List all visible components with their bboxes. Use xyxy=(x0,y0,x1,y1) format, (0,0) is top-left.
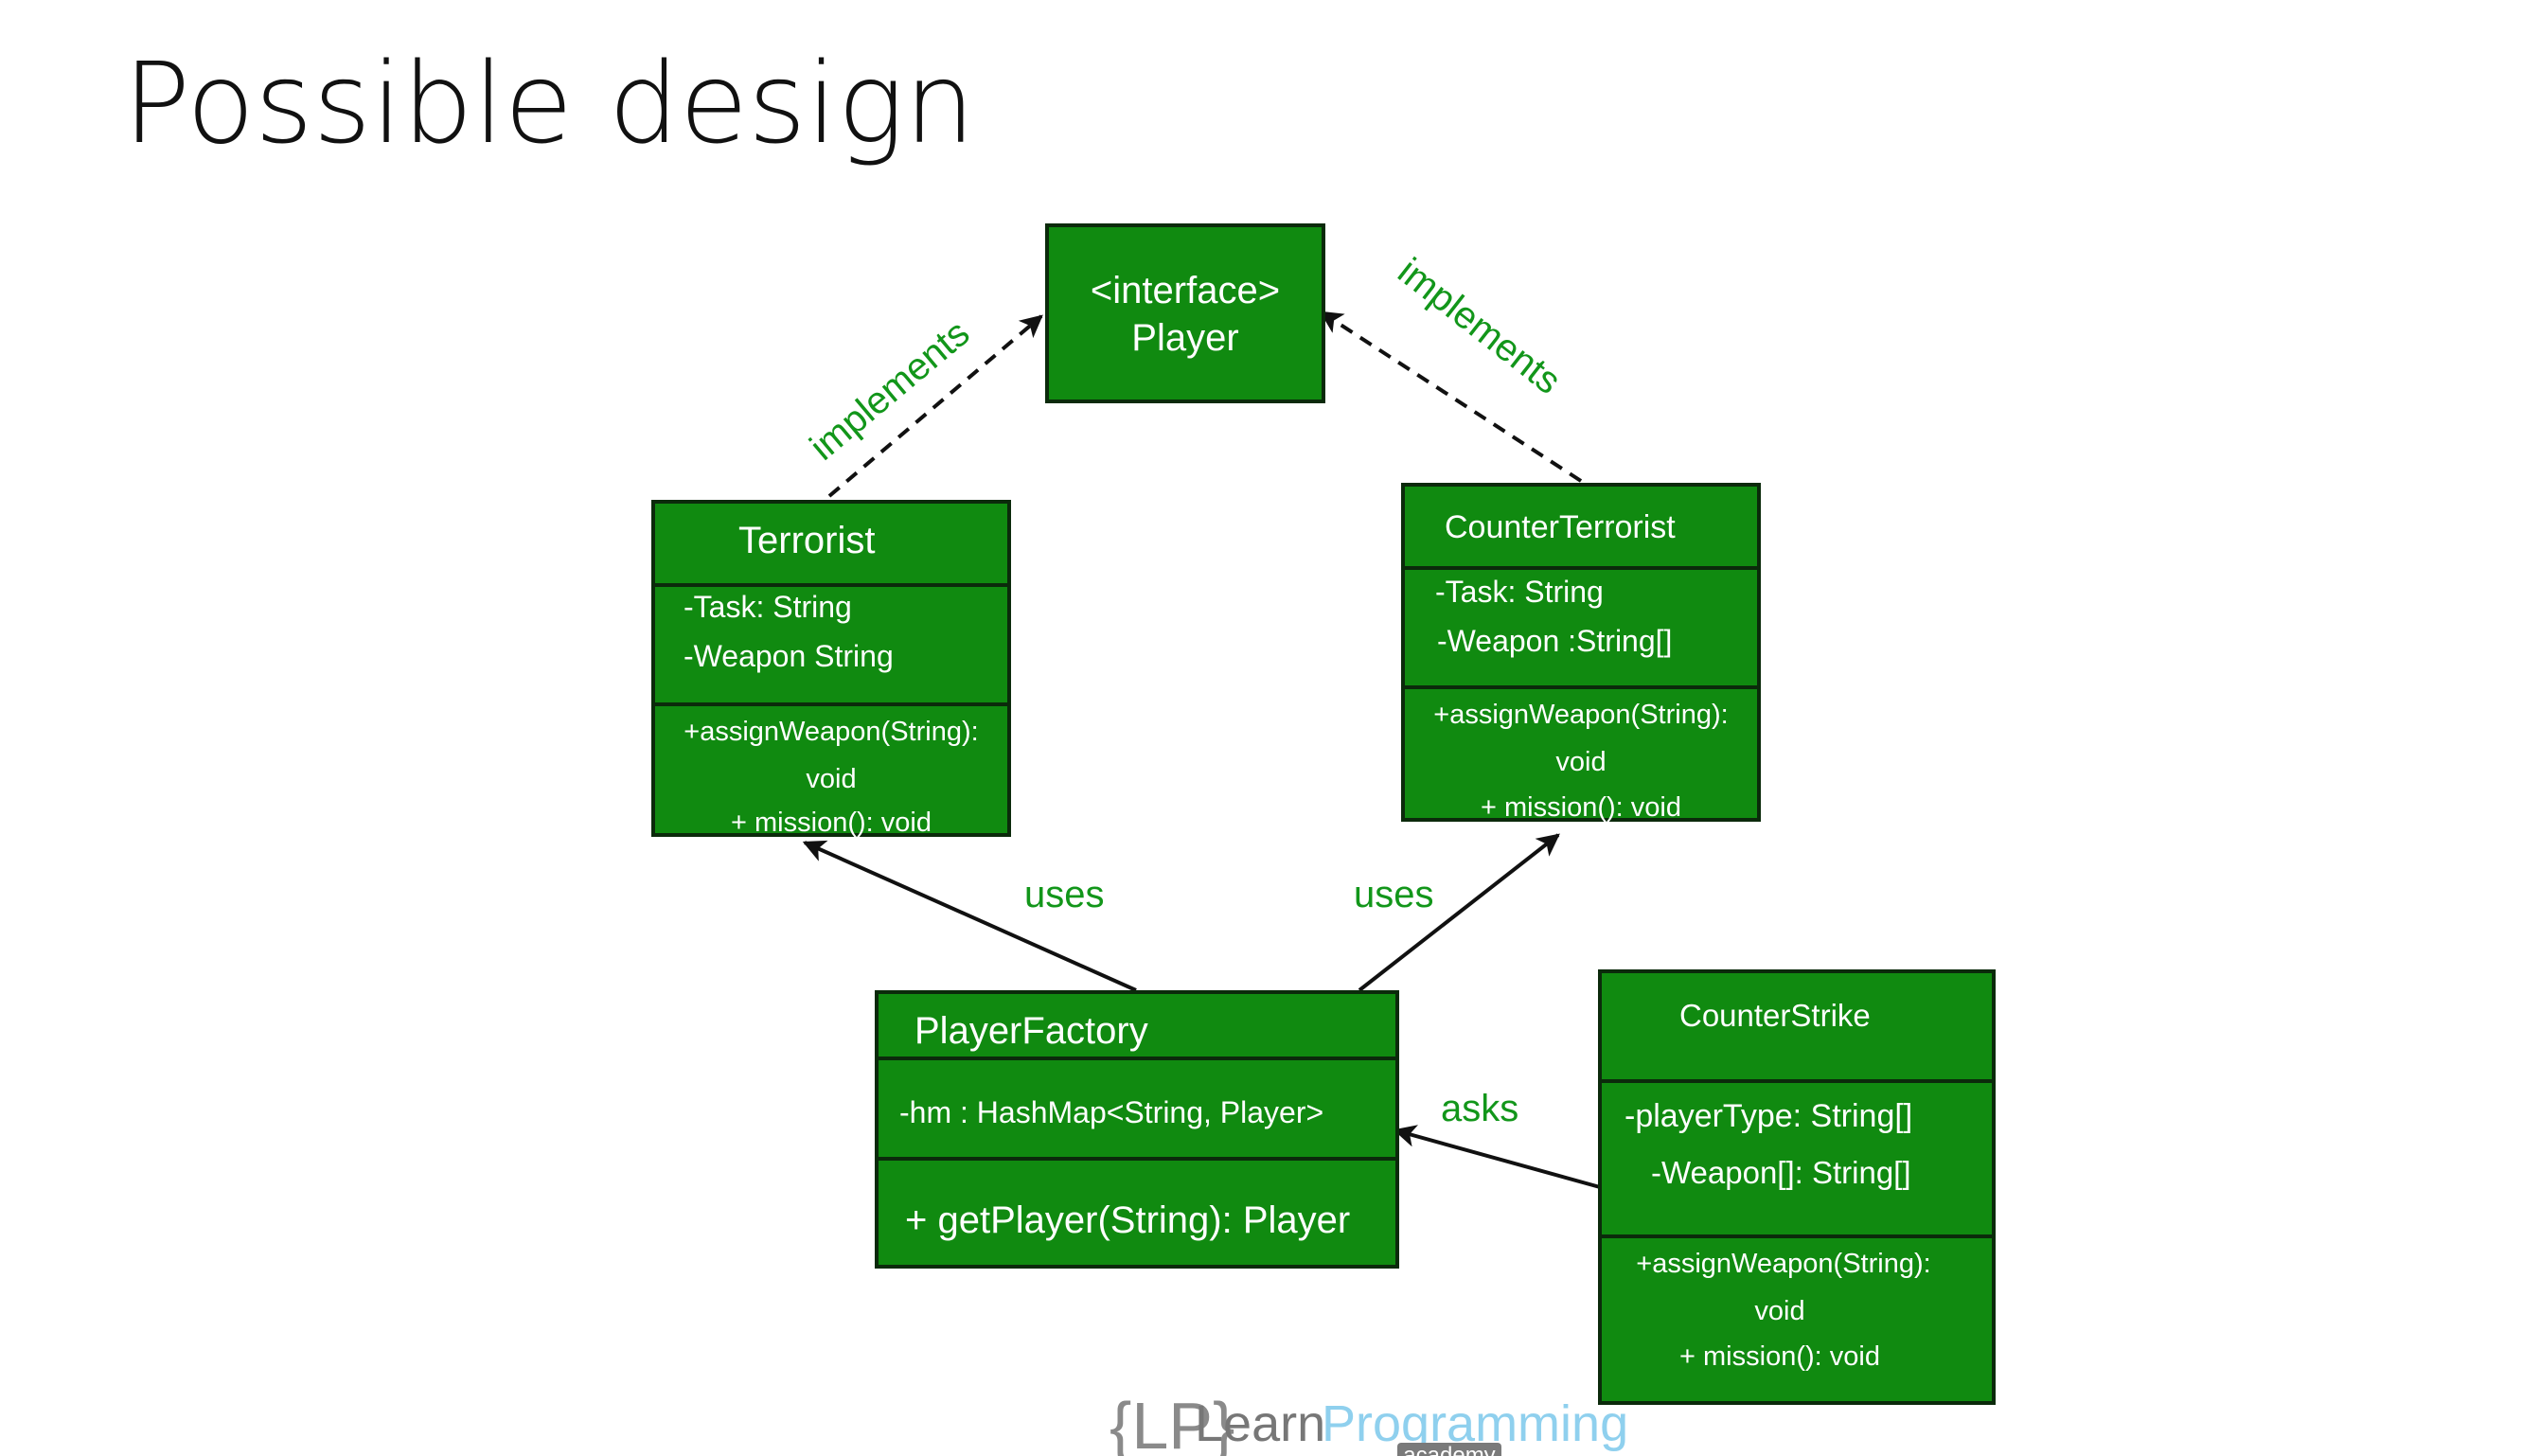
logo-mark: {LP} xyxy=(1110,1389,1234,1456)
player-factory-method-get-player: + getPlayer(String): Player xyxy=(905,1199,1350,1241)
asks-edge xyxy=(1393,1125,1601,1189)
counter-strike-class-name: CounterStrike xyxy=(1679,998,1871,1033)
interface-name: Player xyxy=(1131,317,1238,359)
terrorist-class-name: Terrorist xyxy=(738,520,875,561)
counter-strike-method-assign-return: void xyxy=(1754,1296,1804,1326)
terrorist-class-box: Terrorist -Task: String -Weapon String +… xyxy=(651,500,1011,838)
terrorist-attr-task: -Task: String xyxy=(684,590,852,624)
interface-stereotype: <interface> xyxy=(1091,270,1280,311)
counter-strike-class-box: CounterStrike -playerType: String[] -Wea… xyxy=(1598,969,1996,1405)
uses-edge-terrorist xyxy=(802,840,1137,992)
uses-edge-counter-terrorist xyxy=(1358,833,1560,992)
terrorist-method-assign: +assignWeapon(String): xyxy=(684,717,978,747)
counter-terrorist-method-assign-return: void xyxy=(1555,747,1606,777)
counter-terrorist-method-assign: +assignWeapon(String): xyxy=(1433,700,1728,730)
label-asks: asks xyxy=(1441,1088,1518,1129)
player-factory-class-box: PlayerFactory -hm : HashMap<String, Play… xyxy=(875,990,1399,1269)
player-factory-attr-hm: -hm : HashMap<String, Player> xyxy=(899,1095,1323,1129)
counter-terrorist-attr-task: -Task: String xyxy=(1435,575,1604,609)
counter-terrorist-attr-weapon: -Weapon :String[] xyxy=(1437,624,1672,658)
counter-terrorist-class-name: CounterTerrorist xyxy=(1445,509,1676,545)
counter-strike-attr-weapon: -Weapon[]: String[] xyxy=(1651,1155,1911,1190)
counter-terrorist-method-mission: + mission(): void xyxy=(1481,792,1681,823)
label-implements-right: implements xyxy=(1390,250,1568,402)
terrorist-method-assign-return: void xyxy=(806,764,856,794)
label-uses-right: uses xyxy=(1354,874,1434,915)
learn-programming-logo: {LP} Learn Programming academy xyxy=(1110,1389,1628,1456)
counter-strike-method-mission: + mission(): void xyxy=(1679,1341,1880,1372)
counter-terrorist-class-box: CounterTerrorist -Task: String -Weapon :… xyxy=(1401,483,1761,823)
implements-edge-terrorist xyxy=(827,314,1043,498)
counter-strike-method-assign: +assignWeapon(String): xyxy=(1636,1249,1930,1279)
interface-player-box: <interface> Player xyxy=(1045,223,1325,403)
logo-tagline-badge xyxy=(1397,1443,1501,1456)
slide-title: Possible design xyxy=(123,38,976,169)
logo-tagline: academy xyxy=(1403,1443,1495,1456)
label-uses-left: uses xyxy=(1024,874,1105,915)
player-factory-class-name: PlayerFactory xyxy=(914,1010,1148,1052)
counter-strike-attr-player-type: -playerType: String[] xyxy=(1625,1098,1912,1134)
terrorist-method-mission: + mission(): void xyxy=(731,808,932,838)
logo-brand-learn: Learn xyxy=(1195,1395,1325,1452)
terrorist-attr-weapon: -Weapon String xyxy=(684,639,894,673)
implements-edge-counter-terrorist xyxy=(1319,311,1583,483)
